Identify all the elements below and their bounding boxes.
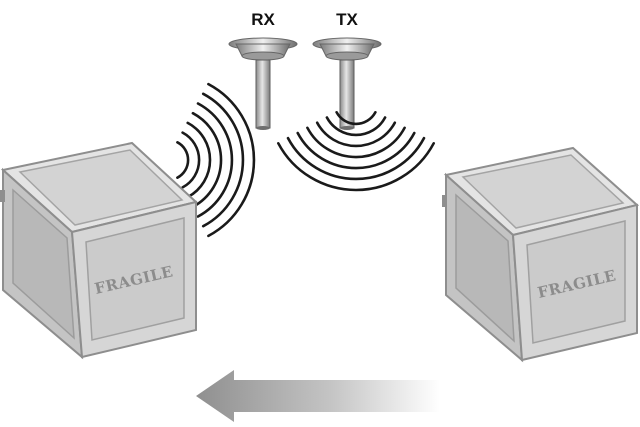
rx-wave-arc [196, 102, 234, 218]
rx-wave-group [176, 82, 256, 238]
tx-wave-arc [296, 131, 416, 170]
tx-antenna [312, 37, 382, 130]
tx-wave-arc [315, 121, 397, 148]
rx-wave-arc [176, 141, 190, 179]
tx-wave-arc [286, 136, 426, 181]
tx-wave-arc [306, 126, 406, 159]
right-crate [442, 146, 640, 363]
left-crate [0, 141, 199, 360]
tx-wave-arc [325, 116, 387, 137]
rx-wave-arc [207, 82, 256, 238]
tx-label: TX [336, 10, 358, 29]
rx-wave-arc [191, 111, 223, 209]
tx-wave-arc [277, 142, 435, 192]
tx-wave-arc [335, 111, 377, 126]
tx-wave-group [277, 111, 435, 192]
rx-wave-arc [186, 121, 212, 199]
rx-wave-arc [201, 92, 245, 228]
motion-arrow [196, 370, 440, 422]
rx-antenna [228, 37, 298, 130]
rx-wave-arc [181, 131, 201, 189]
rx-label: RX [251, 10, 275, 29]
